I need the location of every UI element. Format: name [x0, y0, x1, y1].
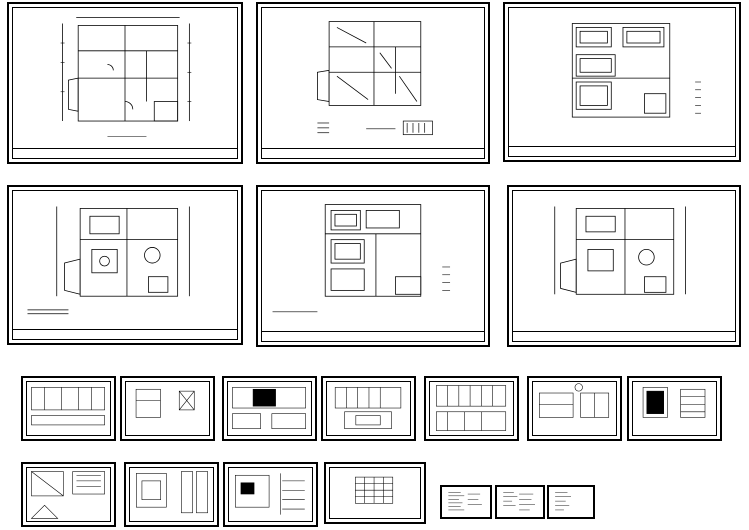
- sheet-frame: [326, 381, 411, 436]
- elevation-drawing: [642, 387, 706, 418]
- sheet-frame: [228, 467, 313, 522]
- furniture-plan-drawing: [27, 206, 190, 315]
- floor-plan-drawing: [60, 17, 192, 137]
- sheet-elevation-2[interactable]: [120, 376, 215, 441]
- ceiling-plan-drawing: [571, 23, 701, 118]
- sheet-frame: [532, 381, 617, 436]
- sheet-floor-plan-1[interactable]: [7, 2, 243, 164]
- sheet-table-2[interactable]: [495, 485, 545, 519]
- sheet-title-bar: [508, 146, 736, 161]
- sheet-elevation-1[interactable]: [21, 376, 116, 441]
- sheet-frame: [12, 190, 238, 340]
- sheet-frame: [429, 381, 514, 436]
- sheet-elevation-7[interactable]: [627, 376, 722, 441]
- sheet-title-bar: [512, 331, 736, 346]
- elevation-drawing: [539, 383, 610, 418]
- sheet-title-bar: [12, 329, 238, 344]
- elevation-drawing: [31, 387, 105, 426]
- table-drawing: [555, 492, 571, 511]
- sheet-elevation-4[interactable]: [321, 376, 416, 441]
- sheet-demolition-plan[interactable]: [256, 2, 490, 164]
- sheet-table-1[interactable]: [440, 485, 492, 519]
- sheet-frame: [26, 381, 111, 436]
- sheet-detail-2[interactable]: [124, 462, 219, 527]
- sheet-frame: [12, 7, 238, 159]
- sheet-frame: [261, 190, 485, 342]
- sheet-table-3[interactable]: [547, 485, 595, 519]
- sheet-frame: [261, 7, 485, 159]
- detail-drawing: [355, 476, 394, 504]
- sheet-detail-3[interactable]: [223, 462, 318, 527]
- sheet-ceiling-plan[interactable]: [503, 2, 741, 162]
- sheet-frame: [512, 190, 736, 342]
- sheet-frame: [26, 467, 111, 522]
- elevation-drawing: [135, 388, 195, 418]
- sheet-frame: [632, 381, 717, 436]
- table-drawing: [448, 492, 482, 511]
- sheet-frame: [125, 381, 210, 436]
- sheet-detail-1[interactable]: [21, 462, 116, 527]
- elevation-drawing: [436, 385, 507, 431]
- furniture-plan-drawing: [554, 206, 686, 295]
- sheet-frame: [329, 467, 421, 519]
- table-drawing: [503, 492, 535, 511]
- sheet-ceiling-lighting-plan[interactable]: [256, 185, 490, 347]
- sheet-frame: [129, 467, 214, 522]
- sheet-elevation-3[interactable]: [222, 376, 317, 441]
- sheet-title-bar: [12, 148, 238, 163]
- sheet-furniture-plan-2[interactable]: [507, 185, 741, 347]
- sheet-title-bar: [261, 331, 485, 346]
- sheet-title-bar: [261, 148, 485, 163]
- sheet-elevation-5[interactable]: [424, 376, 519, 441]
- elevation-drawing: [334, 387, 402, 429]
- sheet-furniture-plan-1[interactable]: [7, 185, 243, 345]
- demolition-plan-drawing: [317, 21, 433, 136]
- ceiling-lighting-drawing: [272, 204, 451, 313]
- detail-drawing: [136, 471, 208, 514]
- sheet-frame: [508, 7, 736, 157]
- detail-drawing: [30, 471, 105, 519]
- sheet-frame: [227, 381, 312, 436]
- detail-drawing: [235, 473, 305, 515]
- sheet-detail-4[interactable]: [324, 462, 426, 524]
- elevation-drawing: [232, 387, 306, 429]
- sheet-elevation-6[interactable]: [527, 376, 622, 441]
